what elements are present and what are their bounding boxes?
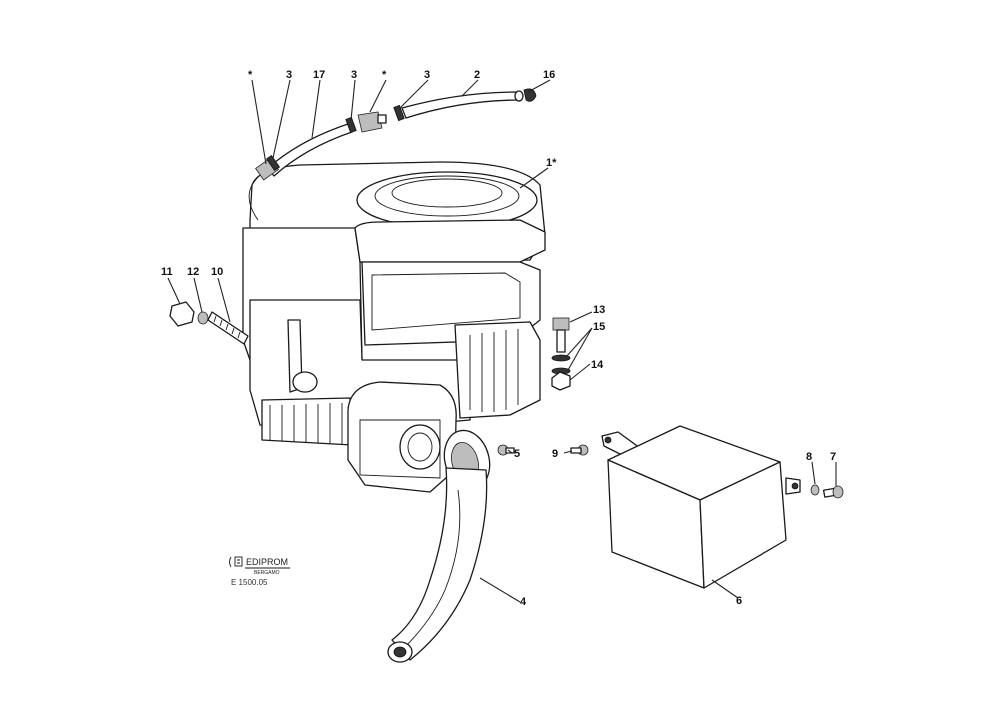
- callout-16: 16: [543, 69, 555, 81]
- fuel-hose-group: [255, 88, 537, 181]
- right-fasteners: [551, 317, 571, 391]
- left-fittings: [169, 301, 249, 345]
- callout-7: 7: [830, 451, 836, 463]
- callout-3-c: 3: [424, 69, 430, 81]
- clamp-3-c: [393, 104, 405, 122]
- stud-10: [207, 311, 249, 345]
- callout-2: 2: [474, 69, 480, 81]
- callout-3-a: 3: [286, 69, 292, 81]
- callout-6: 6: [736, 595, 742, 607]
- bolt-13: [552, 317, 570, 331]
- callout-14: 14: [591, 359, 604, 371]
- callout-10: 10: [211, 266, 223, 278]
- callout-13: 13: [593, 304, 605, 316]
- exhaust-pipe-part-4: [387, 429, 491, 663]
- callout-8: 8: [806, 451, 812, 463]
- logo-mark-icon: [229, 556, 232, 568]
- fasteners-8-7: [810, 484, 844, 499]
- washer-12: [197, 311, 209, 325]
- callout-17: 17: [313, 69, 325, 81]
- callout-4: 4: [520, 596, 527, 608]
- washer-8: [810, 484, 820, 496]
- nut-14: [551, 371, 571, 391]
- callout-9: 9: [552, 448, 558, 460]
- callout-star-a: *: [248, 69, 253, 81]
- publisher-logo: EDIPROM BERGAMO E 1500.05: [229, 556, 290, 587]
- callout-3-b: 3: [351, 69, 357, 81]
- logo-brand: EDIPROM: [246, 557, 288, 567]
- screw-9: [570, 444, 589, 456]
- drawing-code: E 1500.05: [231, 578, 268, 587]
- callout-labels: * 3 17 3 * 3 2 16 1* 11 12 10 13 15 14 5…: [161, 69, 836, 608]
- leader-lines: [167, 79, 837, 603]
- callout-1: 1*: [546, 157, 557, 169]
- callout-5: 5: [514, 448, 520, 460]
- callout-15: 15: [593, 321, 605, 333]
- callout-star-b: *: [382, 69, 387, 81]
- screw-5: [497, 444, 515, 456]
- callout-12: 12: [187, 266, 199, 278]
- nut-11: [169, 301, 195, 327]
- muffler-guard-part-6: [601, 425, 801, 589]
- engine-part-1: [242, 161, 546, 493]
- clip-16: [523, 88, 537, 102]
- callout-11: 11: [161, 266, 173, 278]
- hose-2: [401, 91, 521, 119]
- logo-city: BERGAMO: [254, 570, 280, 576]
- connector-b: [357, 111, 383, 133]
- washer-15: [551, 354, 571, 362]
- clamp-3-a: [265, 154, 281, 172]
- clamp-3-b: [345, 116, 357, 134]
